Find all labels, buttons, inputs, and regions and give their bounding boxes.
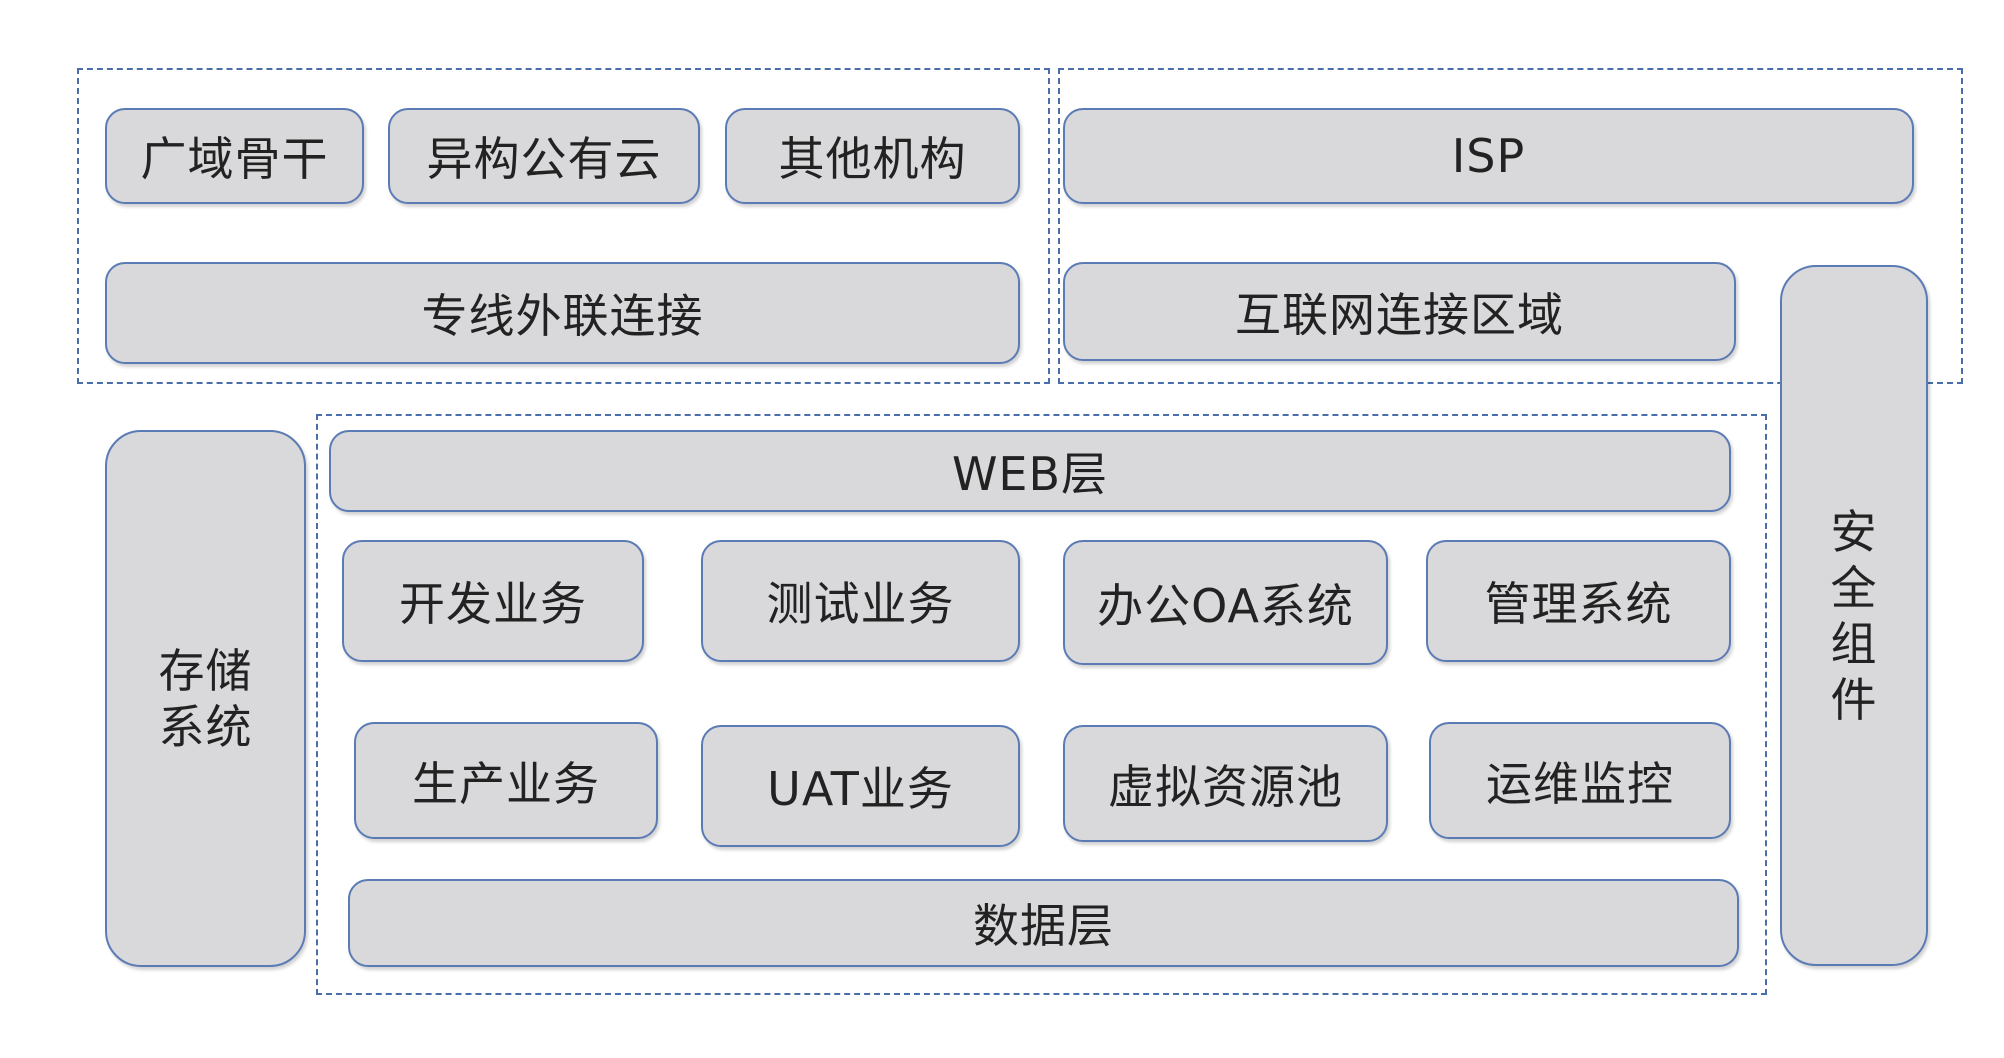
uat-business-box: UAT业务 xyxy=(701,725,1020,847)
management-system-box: 管理系统 xyxy=(1426,540,1731,662)
internet-connection-group xyxy=(1058,68,1963,384)
security-components-label: 安全组件 xyxy=(1830,504,1878,727)
storage-system-label: 存储系统 xyxy=(158,643,253,754)
other-institutions-box: 其他机构 xyxy=(725,108,1020,204)
isp-box: ISP xyxy=(1063,108,1914,204)
data-layer-box: 数据层 xyxy=(348,879,1739,967)
dev-business-box: 开发业务 xyxy=(342,540,644,662)
virtual-resource-pool-box: 虚拟资源池 xyxy=(1063,725,1388,842)
core-business-group xyxy=(316,414,1767,995)
storage-system-box: 存储系统 xyxy=(105,430,306,967)
web-layer-box: WEB层 xyxy=(329,430,1731,512)
wan-backbone-box: 广域骨干 xyxy=(105,108,364,204)
production-business-box: 生产业务 xyxy=(354,722,658,839)
security-components-box: 安全组件 xyxy=(1780,265,1928,966)
internet-zone-box: 互联网连接区域 xyxy=(1063,262,1736,361)
test-business-box: 测试业务 xyxy=(701,540,1020,662)
hetero-public-cloud-box: 异构公有云 xyxy=(388,108,700,204)
office-oa-box: 办公OA系统 xyxy=(1063,540,1388,665)
ops-monitoring-box: 运维监控 xyxy=(1429,722,1731,839)
dedicated-line-box: 专线外联连接 xyxy=(105,262,1020,364)
external-connection-group xyxy=(77,68,1050,384)
